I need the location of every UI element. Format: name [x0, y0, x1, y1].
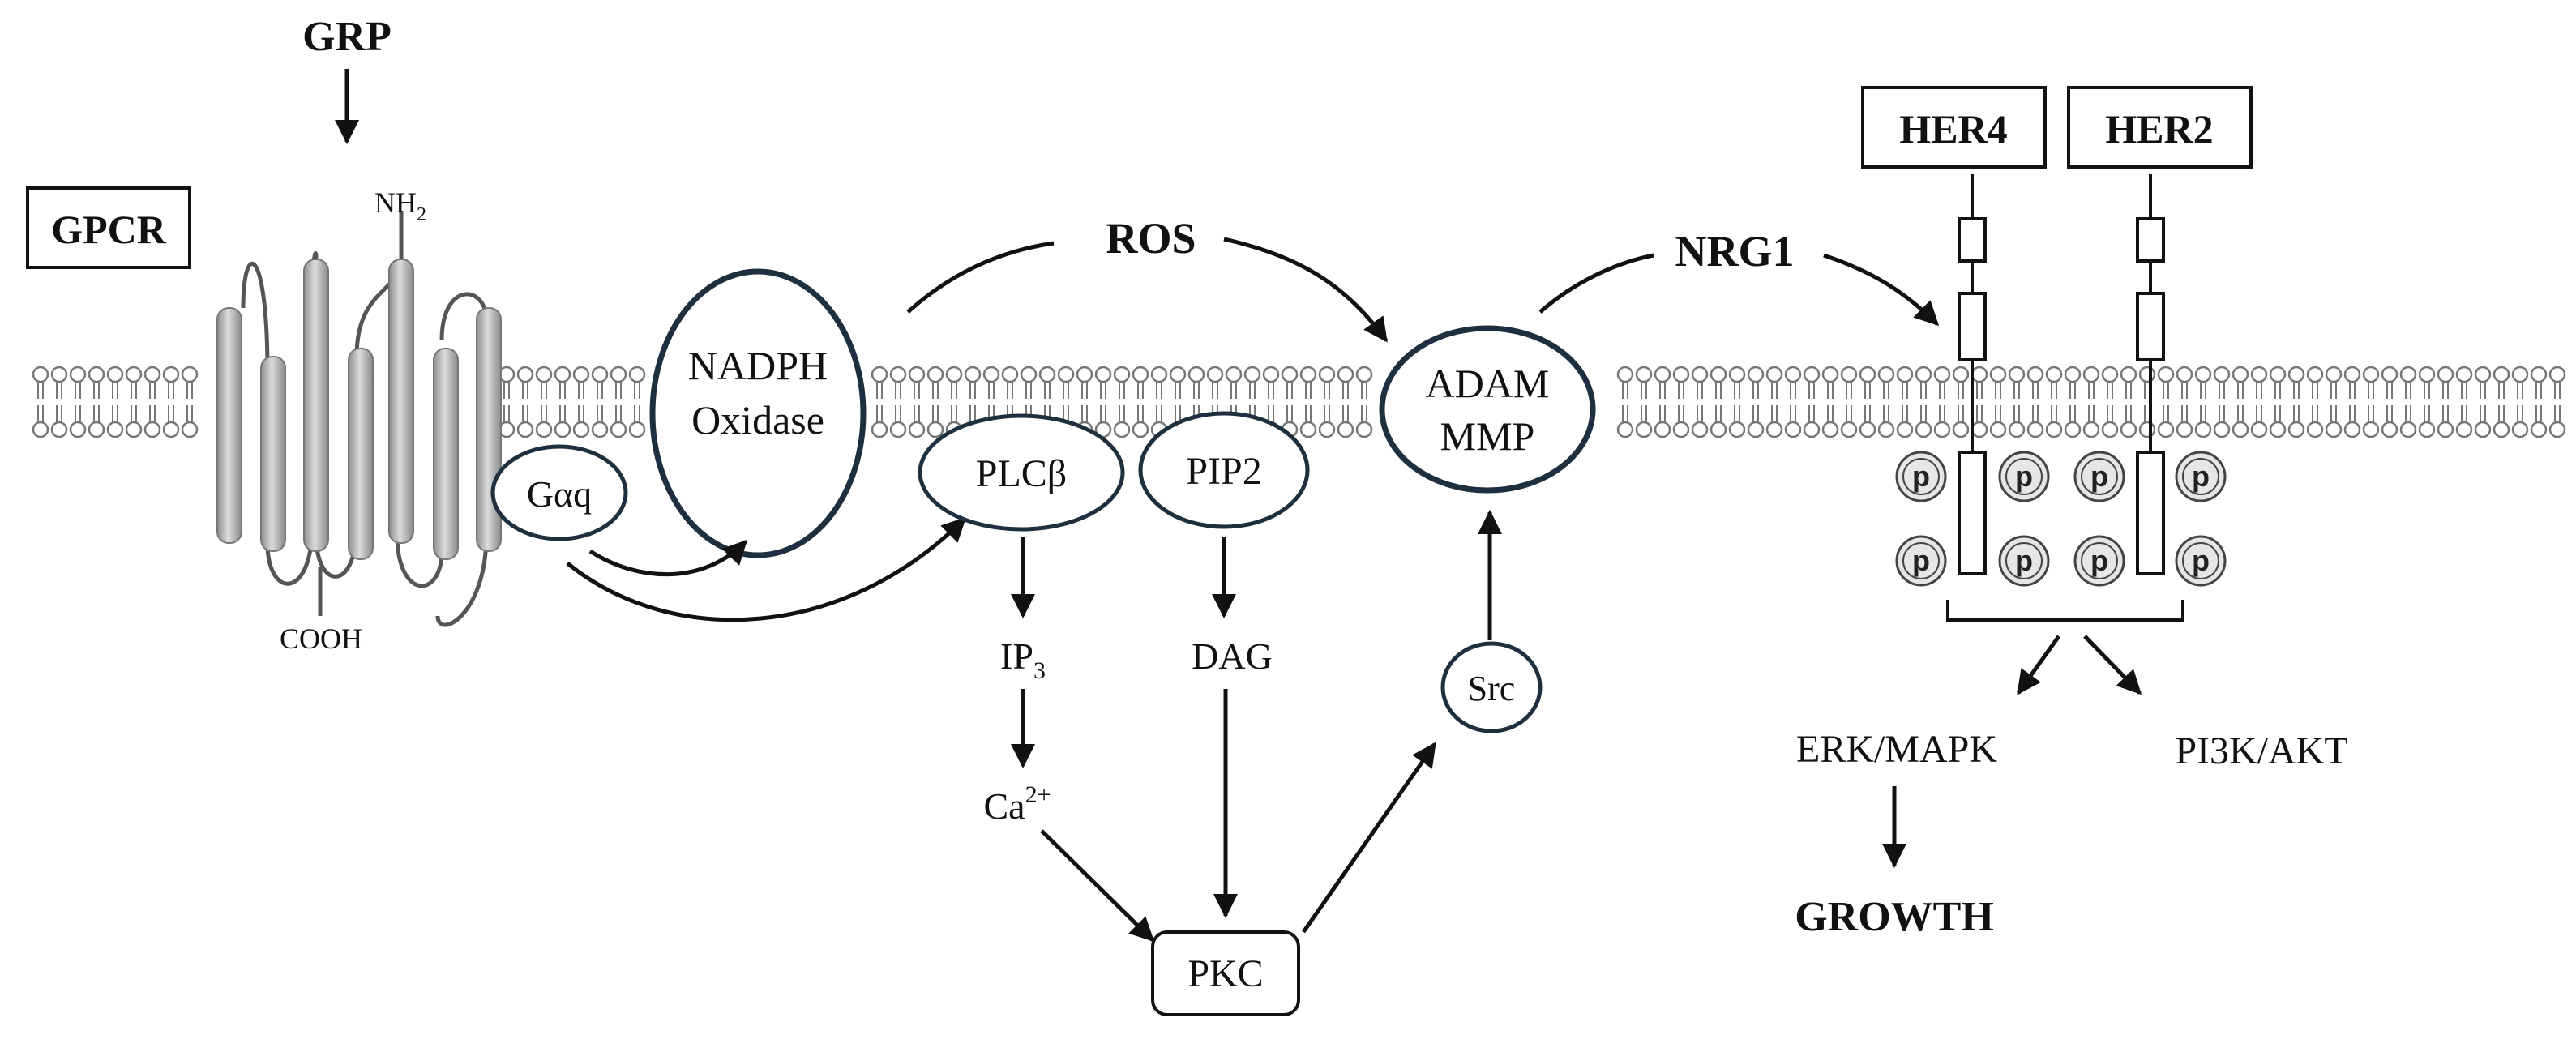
phospho-label: p	[1912, 544, 1930, 577]
pkc-to-src-arrow	[1301, 742, 1437, 934]
to-erk-arrow	[2016, 635, 2061, 695]
adam-to-nrg1-line	[1538, 253, 1654, 314]
phospho-label: p	[2015, 460, 2033, 493]
nadph-label-line2: Oxidase	[691, 397, 824, 443]
nh2-label: NH2	[374, 186, 426, 225]
ip3-label: IP3	[1000, 635, 1046, 684]
ros-label: ROS	[1106, 214, 1196, 263]
phospho-label: p	[2090, 544, 2108, 577]
her4-label: HER4	[1899, 106, 2007, 152]
src-label: Src	[1468, 669, 1516, 708]
pkc-label: PKC	[1187, 952, 1263, 995]
to-pi3k-arrow	[2083, 635, 2142, 695]
nrg1-to-her4-arrow	[1823, 253, 1940, 327]
plc-beta-node	[918, 413, 1125, 532]
phospho-label: p	[1912, 460, 1930, 493]
gpcr-box	[26, 186, 191, 269]
nrg1-label: NRG1	[1675, 227, 1795, 276]
nadph-to-ros-line	[906, 241, 1055, 314]
galphaq-to-plcb-arrow	[566, 516, 967, 622]
ca-label: Ca2+	[983, 781, 1051, 827]
phospho-label: p	[2090, 460, 2108, 493]
grp-label: GRP	[302, 14, 392, 60]
phosphorylation-sites: p p p p p p p p	[1895, 451, 2227, 587]
pip2-label: PIP2	[1186, 450, 1261, 493]
pip2-node	[1138, 411, 1310, 529]
erk-mapk-label: ERK/MAPK	[1796, 728, 1997, 771]
nadph-oxidase-node	[649, 268, 867, 558]
g-alpha-q-label: Gαq	[527, 473, 592, 515]
pkc-box	[1151, 930, 1300, 1016]
her4-box	[1861, 86, 2047, 169]
ca-to-pkc-arrow	[1040, 829, 1155, 943]
src-node	[1440, 641, 1543, 733]
nadph-label-line1: NADPH	[688, 343, 828, 388]
growth-label: GROWTH	[1795, 894, 1994, 940]
gpcr-label: GPCR	[51, 207, 167, 252]
cooh-label: COOH	[280, 622, 362, 655]
pi3k-akt-label: PI3K/AKT	[2175, 729, 2347, 772]
plc-beta-label: PLCβ	[976, 452, 1067, 495]
adam-label-line1: ADAM	[1426, 361, 1550, 406]
her2-box	[2067, 86, 2253, 169]
her4-receptor	[1958, 174, 1987, 575]
cell-membrane	[32, 366, 2566, 438]
phospho-label: p	[2192, 460, 2210, 493]
galphaq-to-nadph-arrow	[588, 539, 748, 577]
ros-to-adam-arrow	[1223, 237, 1389, 343]
phospho-label: p	[2015, 544, 2033, 577]
her2-receptor	[2136, 174, 2165, 575]
her2-label: HER2	[2105, 106, 2213, 152]
phospho-label: p	[2192, 544, 2210, 577]
dag-label: DAG	[1192, 635, 1273, 677]
adam-mmp-node	[1379, 325, 1596, 494]
gpcr-receptor	[216, 211, 502, 627]
g-alpha-q-node	[490, 444, 628, 541]
adam-label-line2: MMP	[1440, 413, 1535, 459]
her-dimer-bracket	[1946, 600, 2184, 622]
